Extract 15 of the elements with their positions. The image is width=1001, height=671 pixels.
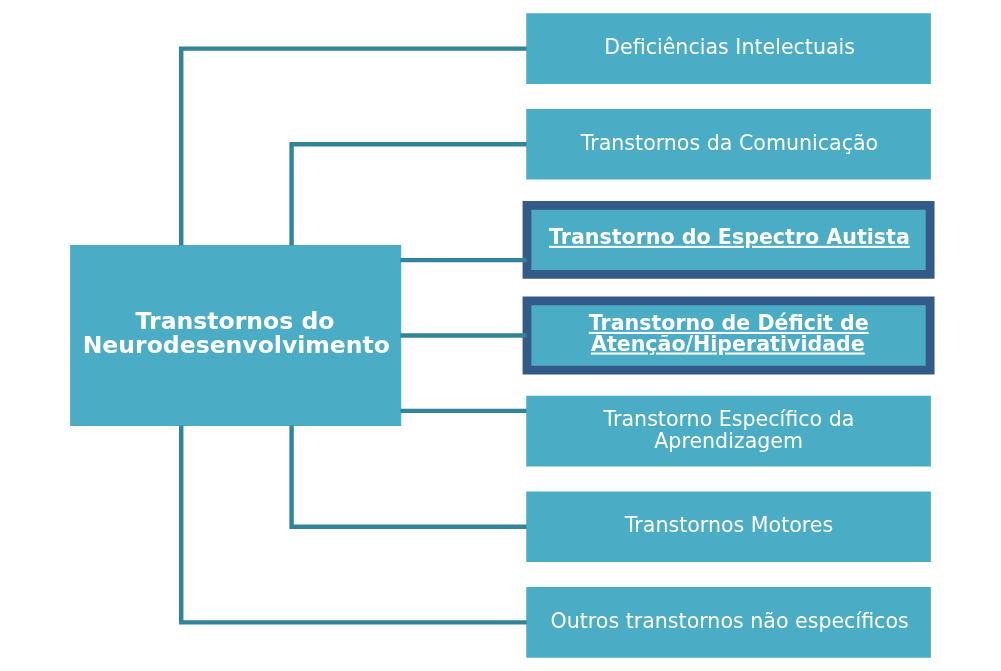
connector [179, 425, 527, 625]
node-box: Deficiências Intelectuais [526, 13, 931, 84]
connector [400, 408, 527, 414]
connector [400, 333, 527, 338]
node-box: Transtornos do Neurodesenvolvimento [70, 245, 402, 426]
connector [179, 46, 527, 246]
connector [289, 425, 527, 529]
node-box: Transtorno de Déficit de Atenção/Hiperatividade [522, 296, 935, 375]
connector [400, 257, 527, 263]
node-box: Outros transtornos não específicos [526, 587, 931, 658]
node-box: Transtorno do Espectro Autista [522, 200, 935, 279]
connector [289, 142, 527, 246]
node-box: Transtorno Específico da Aprendizagem [526, 395, 931, 467]
node-box: Transtornos da Comunicação [526, 108, 931, 180]
node-box: Transtornos Motores [526, 491, 931, 563]
